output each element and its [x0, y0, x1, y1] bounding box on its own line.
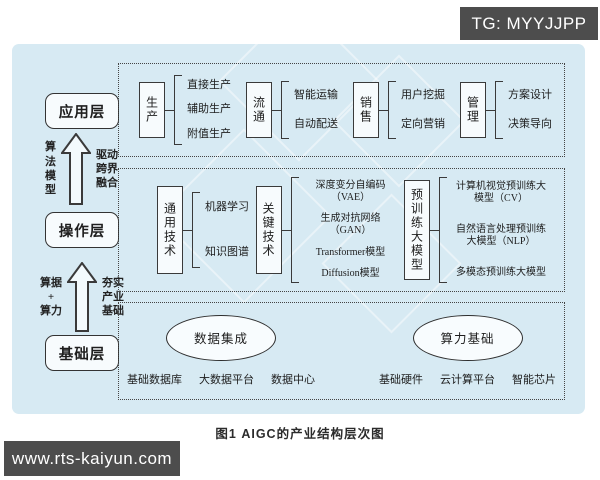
item-label: 知识图谱: [205, 245, 249, 258]
arrow-operation-to-application: 算 法 模 型 驱动 跨界 融合: [45, 133, 118, 205]
item-label: 大数据平台: [199, 373, 254, 386]
operation-layer-row: 通用技术 机器学习 知识图谱 关键技术 深度变分自编码（VAE） 生成对抗网络（…: [118, 168, 565, 292]
diagram-panel: 应用层 操作层 基础层 算 法 模 型 驱动 跨界 融合 算据 + 算力 夯实 …: [12, 44, 585, 414]
bracket: [290, 177, 299, 283]
cluster-computing-foundation: 算力基础 基础硬件 云计算平台 智能芯片: [379, 314, 556, 387]
group-title-box: 关键技术: [255, 186, 282, 274]
item-label: 定向营销: [401, 117, 445, 130]
group-items: 深度变分自编码（VAE） 生成对抗网络（GAN） Transformer模型 D…: [299, 180, 398, 280]
arrow-right-label: 驱动 跨界 融合: [96, 148, 118, 190]
group-circulation: 流通 智能运输 自动配送: [246, 81, 338, 139]
item-label: 云计算平台: [440, 373, 495, 386]
layer-box-operation: 操作层: [45, 212, 119, 248]
group-key-tech: 关键技术 深度变分自编码（VAE） 生成对抗网络（GAN） Transforme…: [255, 177, 398, 283]
item-label: 机器学习: [205, 201, 249, 213]
arrow-left-label: 算 法 模 型: [45, 141, 56, 197]
item-label: 基础数据库: [127, 373, 182, 386]
application-layer-row: 生产 直接生产 辅助生产 附值生产 流通 智能运输 自动配送 销售 用户挖掘: [118, 63, 565, 157]
layer-box-base: 基础层: [45, 335, 119, 371]
connector-line: [281, 229, 291, 231]
item-label: 方案设计: [508, 89, 552, 101]
item-label: 多模态预训练大模型: [456, 267, 546, 278]
group-title-box: 预训练大模型: [404, 180, 430, 280]
group-production: 生产 直接生产 辅助生产 附值生产: [139, 75, 231, 145]
bracket: [439, 177, 447, 283]
item-label: 直接生产: [187, 79, 231, 91]
item-label: 数据中心: [271, 373, 315, 386]
group-management: 管理 方案设计 决策导向: [460, 81, 552, 139]
group-items: 用户挖掘 定向营销: [396, 89, 445, 131]
group-items: 直接生产 辅助生产 附值生产: [182, 79, 231, 141]
connector-line: [430, 229, 439, 231]
group-pretrained-models: 预训练大模型 计算机视觉预训练大模型（CV） 自然语言处理预训练大模型（NLP）…: [404, 177, 550, 283]
item-label: 智能运输: [294, 89, 338, 101]
item-label: 决策导向: [508, 117, 552, 130]
arrow-base-to-operation: 算据 + 算力 夯实 产业 基础: [40, 262, 124, 332]
item-label: 用户挖掘: [401, 89, 445, 101]
connector-line: [165, 109, 174, 111]
item-label: 深度变分自编码（VAE）: [315, 180, 386, 203]
cluster-data-integration: 数据集成 基础数据库 大数据平台 数据中心: [127, 314, 315, 387]
connector-line: [183, 229, 192, 231]
group-items: 计算机视觉预训练大模型（CV） 自然语言处理预训练大模型（NLP） 多模态预训练…: [447, 181, 550, 279]
connector-line: [486, 109, 495, 111]
arrow-left-label: 算据 + 算力: [40, 276, 62, 318]
group-title-box: 销售: [353, 82, 379, 138]
base-layer-row: 数据集成 基础数据库 大数据平台 数据中心 算力基础 基础硬件 云计算平台 智能…: [118, 302, 565, 400]
group-items: 智能运输 自动配送: [289, 89, 338, 131]
bracket: [192, 192, 200, 268]
ellipse-title: 数据集成: [166, 314, 276, 361]
item-label: 生成对抗网络（GAN）: [320, 213, 381, 237]
watermark-badge-bottom-left: www.rts-kaiyun.com: [4, 441, 180, 476]
cluster-items: 基础硬件 云计算平台 智能芯片: [379, 374, 556, 387]
bracket: [281, 81, 289, 139]
group-title-box: 生产: [139, 82, 165, 138]
bracket: [495, 81, 503, 139]
item-label: 辅助生产: [187, 103, 231, 116]
item-label: Diffusion模型: [321, 267, 380, 279]
layer-box-application: 应用层: [45, 93, 119, 129]
item-label: Transformer模型: [315, 246, 386, 258]
bracket: [174, 75, 182, 145]
group-items: 机器学习 知识图谱: [200, 201, 249, 259]
group-general-tech: 通用技术 机器学习 知识图谱: [157, 186, 249, 274]
item-label: 自动配送: [294, 117, 338, 130]
up-arrow-icon: [67, 262, 97, 332]
bracket: [388, 81, 396, 139]
group-title-box: 管理: [460, 82, 486, 138]
item-label: 智能芯片: [512, 373, 556, 386]
figure-caption: 图1 AIGC的产业结构层次图: [215, 427, 385, 441]
item-label: 计算机视觉预训练大模型（CV）: [456, 181, 546, 204]
cluster-items: 基础数据库 大数据平台 数据中心: [127, 374, 315, 387]
item-label: 附值生产: [187, 127, 231, 140]
item-label: 自然语言处理预训练大模型（NLP）: [456, 224, 546, 247]
ellipse-title: 算力基础: [412, 314, 523, 361]
connector-line: [272, 109, 281, 111]
group-title-box: 流通: [246, 82, 272, 138]
connector-line: [379, 109, 388, 111]
group-sales: 销售 用户挖掘 定向营销: [353, 81, 445, 139]
watermark-badge-top-right: TG: MYYJJPP: [460, 7, 598, 40]
up-arrow-icon: [61, 133, 91, 205]
group-items: 方案设计 决策导向: [503, 89, 552, 131]
item-label: 基础硬件: [379, 373, 423, 386]
group-title-box: 通用技术: [157, 186, 183, 274]
